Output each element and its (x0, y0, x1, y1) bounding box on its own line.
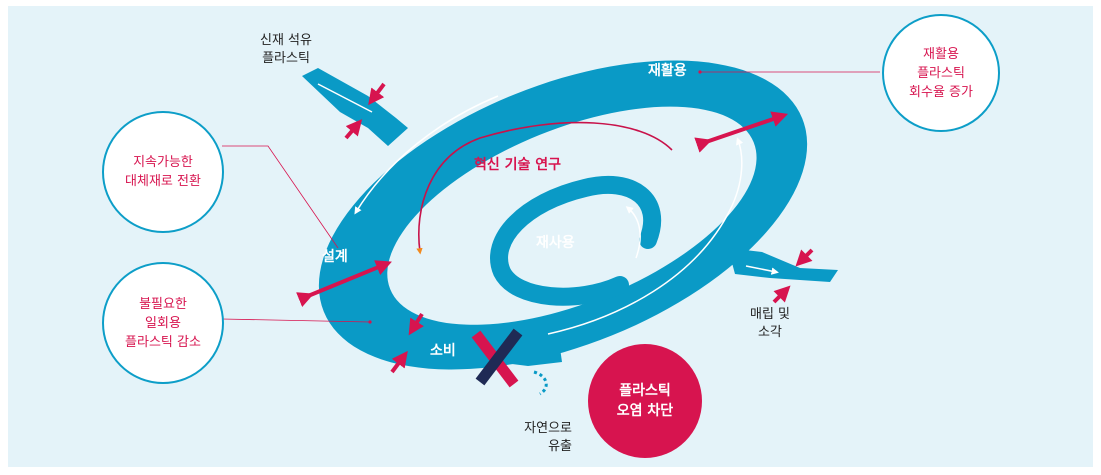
reuse-arrow (625, 206, 641, 259)
landfill-arrow (745, 265, 779, 275)
label-innovation: 혁신 기술 연구 (474, 157, 562, 173)
connector-sustainable (222, 145, 339, 249)
ring-arrow-left (354, 95, 499, 215)
double-arrow-icon (694, 111, 789, 153)
connector-dot (698, 70, 702, 74)
arrow-in-icon (772, 285, 791, 304)
circle-block-pollution: 플라스틱 오염 차단 (588, 344, 702, 458)
arrow-in-icon (795, 248, 814, 267)
innovation-arrow (416, 121, 673, 255)
label-landfill: 매립 및 소각 (749, 307, 790, 340)
connector-dot (368, 320, 372, 324)
connector-reduce (221, 318, 371, 323)
arrow-in-icon (368, 82, 386, 106)
arrow-in-icon (390, 350, 408, 374)
inflow-line (317, 83, 373, 113)
label-recycling: 재활용 (648, 63, 687, 79)
label-new-oil-plastic: 신재 석유 플라스틱 (260, 33, 312, 66)
arrow-in-icon (408, 312, 424, 336)
label-consumption: 소비 (430, 343, 456, 359)
label-reuse: 재사용 (536, 235, 575, 251)
landfill-pipe (728, 248, 838, 282)
arrow-in-icon (344, 119, 363, 140)
ring-arrow-right (547, 137, 744, 335)
inflow-pipe (302, 68, 408, 146)
cross-x-icon (471, 328, 523, 388)
circle-sustainable-alternatives: 지속가능한 대체재로 전환 (102, 111, 224, 233)
label-nature: 자연으로 유출 (524, 421, 572, 454)
reuse-spiral (490, 175, 662, 306)
circle-reduce-single-use: 불필요한 일회용 플라스틱 감소 (102, 262, 224, 384)
outer-ring (318, 60, 808, 370)
label-design: 설계 (322, 249, 348, 265)
dashed-circular-arrow-icon (533, 370, 548, 396)
double-arrow-icon (296, 260, 392, 308)
circle-increase-recovery: 재활용 플라스틱 회수율 증가 (882, 14, 1000, 132)
